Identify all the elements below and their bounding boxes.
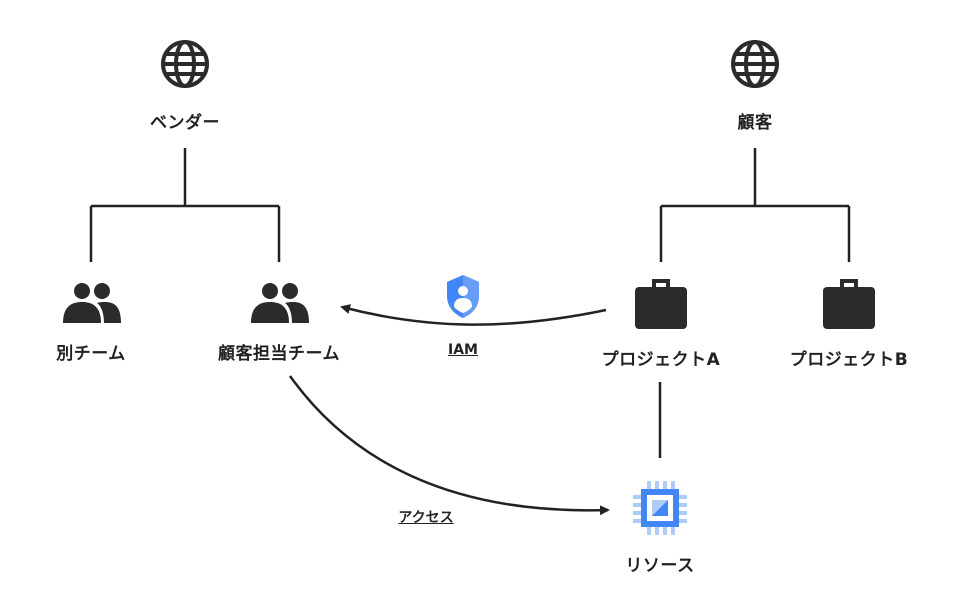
iam-arrow (340, 304, 607, 326)
customer-label: 顧客 (737, 113, 773, 133)
access-arrow (288, 375, 610, 516)
access-link[interactable]: アクセス (398, 510, 454, 526)
briefcase-icon (823, 279, 875, 329)
customer-tree-connector (659, 148, 851, 262)
globe-icon (161, 40, 209, 88)
project-b-label: プロジェクトB (789, 350, 909, 370)
customer-team-label: 顧客担当チーム (218, 344, 340, 364)
other-team-label: 別チーム (56, 344, 126, 364)
briefcase-icon (635, 279, 687, 329)
iam-link[interactable]: IAM (448, 342, 478, 358)
compute-chip-icon (633, 481, 687, 535)
resource-label: リソース (625, 556, 695, 576)
vendor-tree-connector (89, 148, 281, 262)
group-icon (251, 283, 309, 323)
group-icon (63, 283, 121, 323)
vendor-label: ベンダー (150, 113, 220, 133)
globe-icon (731, 40, 779, 88)
project-a-label: プロジェクトA (601, 350, 721, 370)
iam-shield-icon (447, 275, 479, 318)
